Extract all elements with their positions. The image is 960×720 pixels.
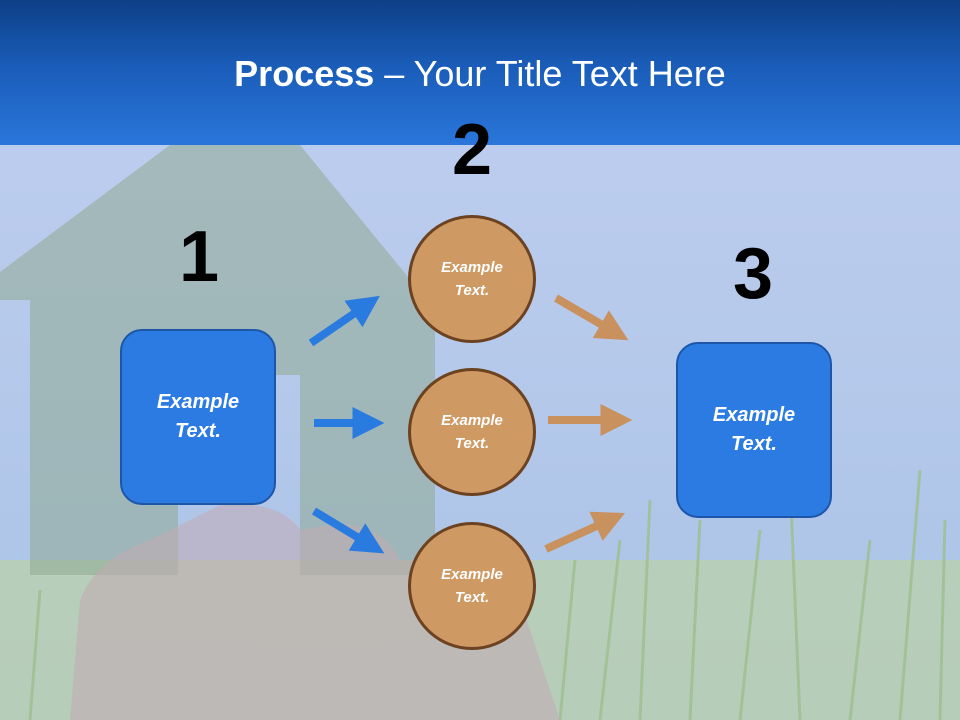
title-bold: Process xyxy=(234,53,375,94)
circle-text: Example Text. xyxy=(441,566,503,606)
arrow-down-right-tan-icon xyxy=(553,294,629,341)
header-bar xyxy=(0,0,960,145)
step-2-circle-top: Example Text. xyxy=(408,215,536,343)
step-3-text: Example Text. xyxy=(712,404,796,455)
circle-text: Example Text. xyxy=(441,259,503,299)
step-2-circle-bottom: Example Text. xyxy=(408,522,536,650)
step-1-text: Example Text. xyxy=(156,391,240,442)
step-number-2: 2 xyxy=(451,110,493,190)
step-3-box: Example Text. xyxy=(676,342,832,518)
step-1-box: Example Text. xyxy=(120,329,276,505)
step-number-3: 3 xyxy=(732,234,774,314)
arrow-up-right-tan-icon xyxy=(544,511,626,553)
step-number-1: 1 xyxy=(178,217,220,297)
circle-text: Example Text. xyxy=(441,412,503,452)
title-rest: – Your Title Text Here xyxy=(374,53,726,94)
arrow-up-right-blue-icon xyxy=(308,295,380,347)
step-2-circle-middle: Example Text. xyxy=(408,368,536,496)
arrow-down-right-blue-icon xyxy=(311,507,385,554)
slide-title: Process – Your Title Text Here xyxy=(0,52,960,96)
